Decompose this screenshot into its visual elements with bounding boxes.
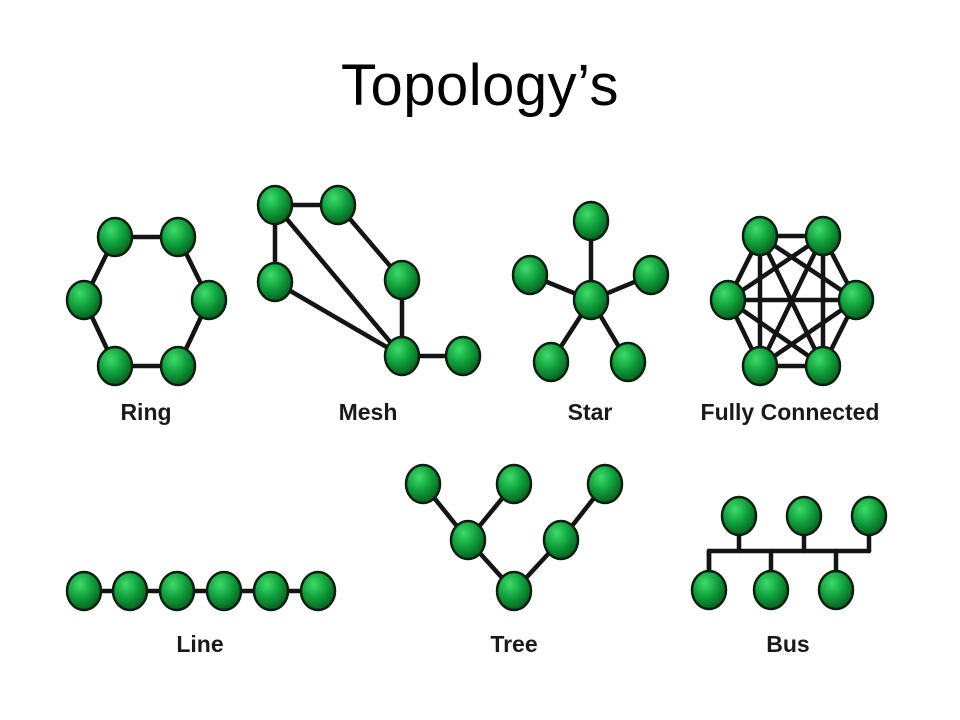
- mesh-node: [383, 335, 421, 377]
- bus-topology: Bus: [690, 495, 888, 657]
- ring-node: [159, 216, 197, 258]
- bus-node: [690, 569, 728, 611]
- star-label: Star: [568, 399, 613, 425]
- star-node: [532, 341, 570, 383]
- tree-node: [404, 463, 442, 505]
- tree-node: [495, 463, 533, 505]
- full-node: [804, 345, 842, 387]
- mesh-node: [256, 261, 294, 303]
- star-node: [572, 200, 610, 242]
- mesh-node: [256, 184, 294, 226]
- star-topology: Star: [511, 200, 670, 425]
- star-node: [511, 254, 549, 296]
- ring-label: Ring: [120, 399, 171, 425]
- line-node: [252, 570, 290, 612]
- mesh-label: Mesh: [339, 399, 398, 425]
- full-edge: [725, 297, 826, 369]
- tree-topology: Tree: [404, 463, 624, 657]
- full-node: [741, 345, 779, 387]
- bus-node: [850, 495, 888, 537]
- full-node: [804, 215, 842, 257]
- tree-node: [542, 519, 580, 561]
- mesh-node: [319, 184, 357, 226]
- line-node: [111, 570, 149, 612]
- line-node: [299, 570, 337, 612]
- line-node: [158, 570, 196, 612]
- tree-node: [449, 519, 487, 561]
- ring-node: [190, 279, 228, 321]
- full-node: [837, 279, 875, 321]
- mesh-edge: [272, 279, 405, 359]
- bus-node: [785, 495, 823, 537]
- ring-topology: Ring: [65, 216, 228, 425]
- full-edge: [757, 297, 859, 369]
- fully-connected-label: Fully Connected: [701, 399, 880, 425]
- ring-node: [159, 345, 197, 387]
- mesh-node: [383, 259, 421, 301]
- tree-node: [586, 463, 624, 505]
- bus-node: [720, 495, 758, 537]
- ring-node: [96, 345, 134, 387]
- mesh-node: [444, 335, 482, 377]
- full-node: [709, 279, 747, 321]
- full-node: [741, 215, 779, 257]
- line-node: [205, 570, 243, 612]
- mesh-topology: Mesh: [256, 184, 482, 425]
- ring-node: [65, 279, 103, 321]
- star-node: [632, 254, 670, 296]
- slide-title: Topology’s: [340, 53, 619, 118]
- tree-node: [495, 570, 533, 612]
- star-node: [609, 341, 647, 383]
- mesh-edge: [272, 202, 405, 359]
- line-label: Line: [176, 631, 223, 657]
- bus-label: Bus: [766, 631, 809, 657]
- fully-connected-topology: Fully Connected: [701, 215, 880, 425]
- tree-label: Tree: [490, 631, 537, 657]
- bus-node: [752, 569, 790, 611]
- line-node: [65, 570, 103, 612]
- ring-node: [96, 216, 134, 258]
- line-topology: Line: [65, 570, 337, 657]
- full-edge: [725, 233, 826, 303]
- bus-node: [817, 569, 855, 611]
- star-node: [572, 279, 610, 321]
